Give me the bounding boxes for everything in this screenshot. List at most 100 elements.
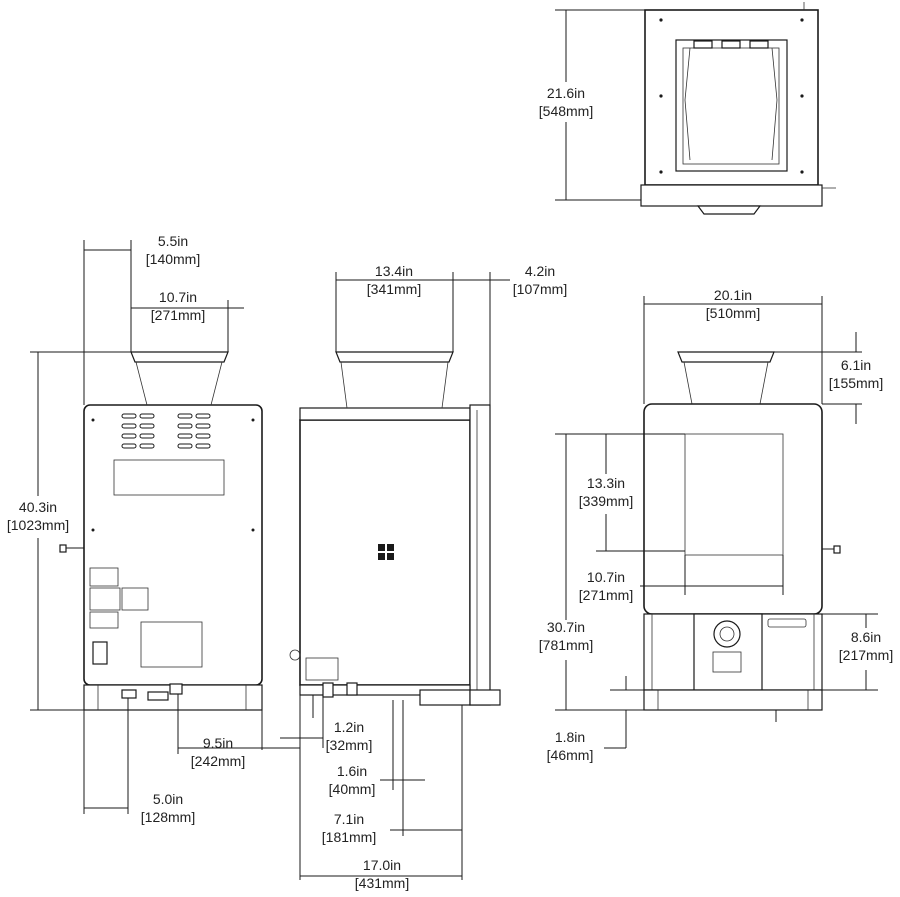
- dim-rear-left-offset: 5.0in [128mm]: [83, 710, 195, 825]
- rear-view-label: [121, 587, 149, 611]
- label-rear-hopper-width-mm: [271mm]: [151, 307, 205, 323]
- dim-top-depth: 21.6in [548mm]: [539, 9, 645, 201]
- label-front-foot-height-mm: [46mm]: [547, 747, 594, 763]
- label-front-height-mm: [781mm]: [539, 637, 593, 653]
- label-side-depth-mm: [431mm]: [355, 875, 409, 891]
- front-view-hopper-sides: [683, 361, 769, 405]
- top-view-latch: [721, 40, 741, 49]
- rear-view-label: [89, 587, 121, 611]
- label-top-depth-in: 21.6in: [547, 85, 585, 101]
- dim-rear-hopper-width: 10.7in [271mm]: [131, 289, 244, 352]
- side-view-hopper-lid: [335, 351, 454, 363]
- label-side-tube-offset-in: 1.2in: [334, 719, 364, 735]
- dim-side-front-overhang: 4.2in [107mm]: [453, 263, 567, 405]
- top-view-latch: [749, 40, 769, 49]
- label-side-hopper-width-in: 13.4in: [375, 263, 413, 279]
- rear-view-fitting: [147, 691, 169, 701]
- label-side-tube-spacing-in: 1.6in: [337, 763, 367, 779]
- dim-rear-foot-span: 9.5in [242mm]: [177, 694, 300, 769]
- label-front-hopper-height-mm: [155mm]: [829, 375, 883, 391]
- dim-side-tube-to-front: 7.1in [181mm]: [322, 705, 463, 880]
- top-view-hopper-frame: [675, 39, 788, 172]
- rear-view-hopper-sides: [135, 361, 223, 406]
- rear-view-label: [89, 567, 119, 587]
- label-side-front-overhang-mm: [107mm]: [513, 281, 567, 297]
- label-front-hopper-height-in: 6.1in: [841, 357, 871, 373]
- dim-front-hopper-height: 6.1in [155mm]: [774, 332, 883, 424]
- side-view-logo: [378, 544, 394, 560]
- label-rear-hopper-offset-mm: [140mm]: [146, 251, 200, 267]
- dim-rear-height: 40.3in [1023mm]: [7, 351, 131, 711]
- label-front-foot-height-in: 1.8in: [555, 729, 585, 745]
- label-rear-foot-span-in: 9.5in: [203, 735, 233, 751]
- front-view-dispense-button: [713, 620, 741, 648]
- label-side-tube-spacing-mm: [40mm]: [329, 781, 376, 797]
- label-front-dispense-height-mm: [217mm]: [839, 647, 893, 663]
- label-front-window-height-mm: [339mm]: [579, 493, 633, 509]
- rear-view-body: [83, 404, 263, 686]
- label-front-width-mm: [510mm]: [706, 305, 760, 321]
- label-front-window-width-in: 10.7in: [587, 569, 625, 585]
- dim-side-tube-spacing: 1.6in [40mm]: [329, 700, 425, 836]
- front-view-base: [643, 689, 823, 711]
- rear-view-fitting: [121, 689, 137, 699]
- rear-view-label: [89, 611, 119, 629]
- label-side-tube-to-front-mm: [181mm]: [322, 829, 376, 845]
- dim-front-window-width: 10.7in [271mm]: [579, 555, 784, 603]
- top-view: [640, 2, 836, 215]
- rear-view-power-inlet: [92, 641, 108, 665]
- side-view: [289, 351, 501, 718]
- side-view-label: [305, 657, 339, 681]
- front-view-label-plate: [767, 618, 807, 628]
- front-view-hopper-lid: [677, 351, 775, 363]
- side-view-fitting: [346, 682, 358, 696]
- side-view-top: [299, 407, 471, 421]
- front-view-upper-body: [643, 403, 823, 615]
- top-view-hopper-walls: [684, 47, 778, 161]
- side-view-body: [299, 419, 471, 686]
- side-view-drip-tray: [419, 689, 471, 706]
- label-rear-height-mm: [1023mm]: [7, 517, 69, 533]
- label-rear-height-in: 40.3in: [19, 499, 57, 515]
- label-front-width-in: 20.1in: [714, 287, 752, 303]
- label-side-tube-to-front-in: 7.1in: [334, 811, 364, 827]
- dim-side-depth: 17.0in [431mm]: [300, 857, 462, 891]
- label-side-tube-offset-mm: [32mm]: [326, 737, 373, 753]
- label-rear-hopper-width-in: 10.7in: [159, 289, 197, 305]
- side-view-hopper-sides: [340, 361, 449, 409]
- rear-view-hopper-lid: [130, 351, 229, 363]
- dim-side-hopper-width: 13.4in [341mm]: [335, 263, 454, 352]
- side-view-drip-tray: [469, 689, 501, 706]
- label-side-front-overhang-in: 4.2in: [525, 263, 555, 279]
- dim-front-dispense-height: 8.6in [217mm]: [822, 613, 893, 691]
- label-front-dispense-height-in: 8.6in: [851, 629, 881, 645]
- label-rear-left-offset-in: 5.0in: [153, 791, 183, 807]
- front-view: [643, 351, 841, 722]
- dim-side-tube-offset: 1.2in [32mm]: [280, 695, 372, 880]
- label-rear-hopper-offset-in: 5.5in: [158, 233, 188, 249]
- top-view-latch: [693, 40, 713, 49]
- rear-view-fitting: [169, 683, 183, 695]
- label-top-depth-mm: [548mm]: [539, 103, 593, 119]
- top-view-base: [640, 184, 823, 207]
- label-front-window-height-in: 13.3in: [587, 475, 625, 491]
- label-front-height-in: 30.7in: [547, 619, 585, 635]
- side-view-front-door: [469, 404, 491, 706]
- label-rear-foot-span-mm: [242mm]: [191, 753, 245, 769]
- label-side-hopper-width-mm: [341mm]: [367, 281, 421, 297]
- front-view-chute: [712, 651, 742, 673]
- dim-front-window-height: 13.3in [339mm]: [579, 433, 685, 552]
- dim-front-foot-height: 1.8in [46mm]: [547, 676, 644, 763]
- label-front-window-width-mm: [271mm]: [579, 587, 633, 603]
- label-side-depth-in: 17.0in: [363, 857, 401, 873]
- dim-front-width: 20.1in [510mm]: [643, 287, 823, 404]
- dim-front-height: 30.7in [781mm]: [539, 433, 644, 711]
- rear-view-cover: [140, 621, 203, 668]
- rear-view: [59, 351, 263, 718]
- front-view-window: [684, 433, 784, 556]
- top-view-spout: [696, 205, 762, 215]
- side-view-fitting: [322, 682, 334, 698]
- label-rear-left-offset-mm: [128mm]: [141, 809, 195, 825]
